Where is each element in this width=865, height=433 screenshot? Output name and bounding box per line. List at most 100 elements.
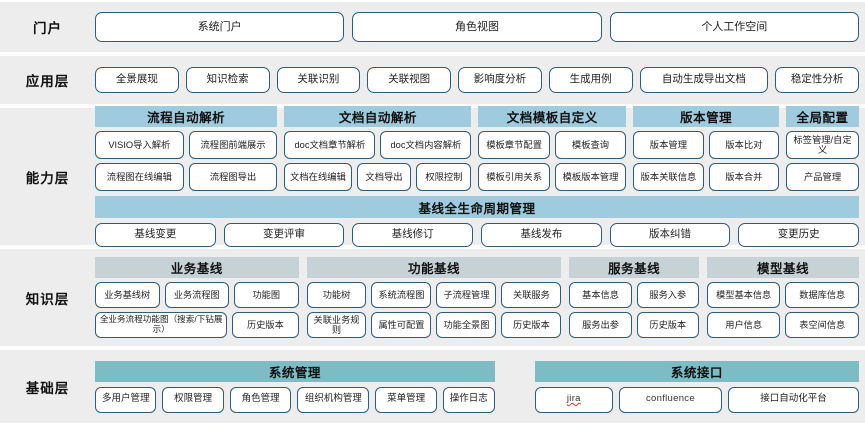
knowledge-group-title: 服务基线 xyxy=(569,257,699,278)
layer-body-capability: 流程自动解析 VISIO导入解析 流程图前端展示 流程图在线编辑 流程图导出 文… xyxy=(95,106,865,247)
baseline-button[interactable]: 基线修订 xyxy=(352,223,474,247)
capability-group: 文档自动解析 doc文档章节解析 doc文档内容解析 文档在线编辑 文档导出 权… xyxy=(284,106,472,191)
application-button[interactable]: 稳定性分析 xyxy=(775,67,859,93)
baseline-button[interactable]: 变更评审 xyxy=(223,223,345,247)
portal-button[interactable]: 角色视图 xyxy=(352,12,602,42)
capability-button[interactable]: 版本管理 xyxy=(633,131,704,159)
capability-row: VISIO导入解析 流程图前端展示 xyxy=(95,131,278,159)
foundation-button[interactable]: 角色管理 xyxy=(229,386,292,413)
capability-button[interactable]: 模板查询 xyxy=(554,131,627,159)
foundation-button[interactable]: 菜单管理 xyxy=(375,386,437,413)
portal-button[interactable]: 系统门户 xyxy=(95,12,345,42)
capability-button[interactable]: 权限控制 xyxy=(416,163,472,191)
capability-button[interactable]: 版本比对 xyxy=(708,131,780,159)
capability-button[interactable]: 版本关联信息 xyxy=(633,163,704,191)
knowledge-button[interactable]: 功能树 xyxy=(306,282,367,308)
capability-button[interactable]: 版本合并 xyxy=(708,163,780,191)
foundation-row: 多用户管理 权限管理 角色管理 组织机构管理 菜单管理 操作日志 xyxy=(95,386,495,413)
capability-row: 产品管理 xyxy=(786,163,860,191)
foundation-group-title: 系统管理 xyxy=(95,360,495,382)
foundation-button[interactable]: 多用户管理 xyxy=(95,386,157,413)
capability-button[interactable]: 产品管理 xyxy=(786,163,860,191)
knowledge-button[interactable]: 业务基线树 xyxy=(95,282,160,308)
layer-label-knowledge: 知识层 xyxy=(25,291,70,307)
baseline-button[interactable]: 基线变更 xyxy=(95,223,216,247)
application-button[interactable]: 生成用例 xyxy=(548,67,633,93)
foundation-button[interactable]: 接口自动化平台 xyxy=(727,386,859,413)
capability-group-container: 流程自动解析 VISIO导入解析 流程图前端展示 流程图在线编辑 流程图导出 文… xyxy=(95,106,860,191)
baseline-lifecycle-block: 基线全生命周期管理 基线变更 变更评审 基线修订 基线发布 版本纠错 变更历史 xyxy=(95,196,860,247)
knowledge-row: 模型基本信息 数据库信息 xyxy=(706,282,860,308)
foundation-button[interactable]: 操作日志 xyxy=(442,386,495,413)
application-button[interactable]: 自动生成导出文档 xyxy=(639,67,769,93)
knowledge-button[interactable]: 全业务流程功能图（搜索/下钻展示） xyxy=(95,312,228,338)
knowledge-button[interactable]: 功能全景图 xyxy=(436,312,497,338)
foundation-button[interactable]: 权限管理 xyxy=(162,386,224,413)
capability-row: 版本关联信息 版本合并 xyxy=(633,163,780,191)
knowledge-group-title: 功能基线 xyxy=(306,257,562,278)
jira-label: jira xyxy=(566,393,581,405)
knowledge-button[interactable]: 历史版本 xyxy=(232,312,299,338)
foundation-button-confluence[interactable]: confluence xyxy=(619,386,722,413)
knowledge-group: 功能基线 功能树 系统流程图 子流程管理 关联服务 关联业务规则 属性可配置 功… xyxy=(306,257,562,338)
capability-button[interactable]: 模板引用关系 xyxy=(478,163,550,191)
knowledge-button[interactable]: 基本信息 xyxy=(569,282,632,308)
baseline-button[interactable]: 变更历史 xyxy=(738,223,860,247)
knowledge-button[interactable]: 子流程管理 xyxy=(436,282,497,308)
baseline-button[interactable]: 基线发布 xyxy=(481,223,602,247)
knowledge-button[interactable]: 服务出参 xyxy=(569,312,632,338)
capability-button[interactable]: 模板版本管理 xyxy=(554,163,627,191)
capability-button[interactable]: VISIO导入解析 xyxy=(95,131,184,159)
baseline-button[interactable]: 版本纠错 xyxy=(609,223,731,247)
layer-body-knowledge: 业务基线 业务基线树 业务流程图 功能图 全业务流程功能图（搜索/下钻展示） 历… xyxy=(95,257,865,338)
capability-button[interactable]: 模板章节配置 xyxy=(478,131,550,159)
capability-row: 模板引用关系 模板版本管理 xyxy=(478,163,627,191)
application-button[interactable]: 关联视图 xyxy=(367,67,451,93)
knowledge-group-title: 模型基线 xyxy=(706,257,859,278)
application-button[interactable]: 关联识别 xyxy=(276,67,361,93)
capability-button[interactable]: doc文档章节解析 xyxy=(284,131,376,159)
capability-button[interactable]: 流程图导出 xyxy=(188,163,278,191)
layer-application: 应用层 全景展现 知识检索 关联识别 关联视图 影响度分析 生成用例 自动生成导… xyxy=(0,56,865,104)
application-button[interactable]: 知识检索 xyxy=(185,67,270,93)
capability-button[interactable]: 流程图前端展示 xyxy=(188,131,278,159)
foundation-group-title: 系统接口 xyxy=(534,360,859,382)
capability-button[interactable]: 文档在线编辑 xyxy=(284,163,352,191)
knowledge-button[interactable]: 表空间信息 xyxy=(785,312,860,338)
knowledge-button[interactable]: 模型基本信息 xyxy=(706,282,781,308)
knowledge-button[interactable]: 业务流程图 xyxy=(164,282,229,308)
layer-label-portal: 门户 xyxy=(33,21,62,36)
knowledge-group: 模型基线 模型基本信息 数据库信息 用户信息 表空间信息 xyxy=(706,257,860,338)
knowledge-button[interactable]: 功能图 xyxy=(234,282,299,308)
knowledge-button[interactable]: 数据库信息 xyxy=(785,282,860,308)
knowledge-row: 用户信息 表空间信息 xyxy=(706,312,860,338)
application-button[interactable]: 全景展现 xyxy=(95,67,179,93)
knowledge-button[interactable]: 历史版本 xyxy=(501,312,562,338)
knowledge-button[interactable]: 历史版本 xyxy=(636,312,699,338)
capability-group-title: 流程自动解析 xyxy=(95,106,278,127)
knowledge-button[interactable]: 关联业务规则 xyxy=(306,312,367,338)
application-button[interactable]: 影响度分析 xyxy=(458,67,542,93)
foundation-group-container: 系统管理 多用户管理 权限管理 角色管理 组织机构管理 菜单管理 操作日志 系统… xyxy=(95,360,859,413)
portal-button[interactable]: 个人工作空间 xyxy=(609,12,859,42)
capability-button[interactable]: 标签管理/自定义 xyxy=(786,131,860,159)
knowledge-button[interactable]: 属性可配置 xyxy=(371,312,432,338)
layer-label-capability: 能力层 xyxy=(25,170,70,186)
knowledge-button[interactable]: 用户信息 xyxy=(706,312,781,338)
layer-body-foundation: 系统管理 多用户管理 权限管理 角色管理 组织机构管理 菜单管理 操作日志 系统… xyxy=(95,360,865,413)
knowledge-button[interactable]: 系统流程图 xyxy=(371,282,432,308)
foundation-button-jira[interactable]: jira xyxy=(534,386,613,413)
layer-knowledge: 知识层 业务基线 业务基线树 业务流程图 功能图 全业务流程功能图（搜索/下钻展… xyxy=(0,249,865,346)
knowledge-row: 基本信息 服务入参 xyxy=(569,282,699,308)
capability-row: 模板章节配置 模板查询 xyxy=(478,131,627,159)
foundation-button[interactable]: 组织机构管理 xyxy=(297,386,370,413)
capability-button[interactable]: 文档导出 xyxy=(356,163,412,191)
capability-button[interactable]: doc文档内容解析 xyxy=(380,131,472,159)
knowledge-button[interactable]: 服务入参 xyxy=(636,282,699,308)
knowledge-row: 全业务流程功能图（搜索/下钻展示） 历史版本 xyxy=(95,312,299,338)
capability-row: 文档在线编辑 文档导出 权限控制 xyxy=(284,163,472,191)
capability-group-title: 文档模板自定义 xyxy=(478,106,627,127)
capability-button[interactable]: 流程图在线编辑 xyxy=(95,163,184,191)
knowledge-button[interactable]: 关联服务 xyxy=(501,282,562,308)
